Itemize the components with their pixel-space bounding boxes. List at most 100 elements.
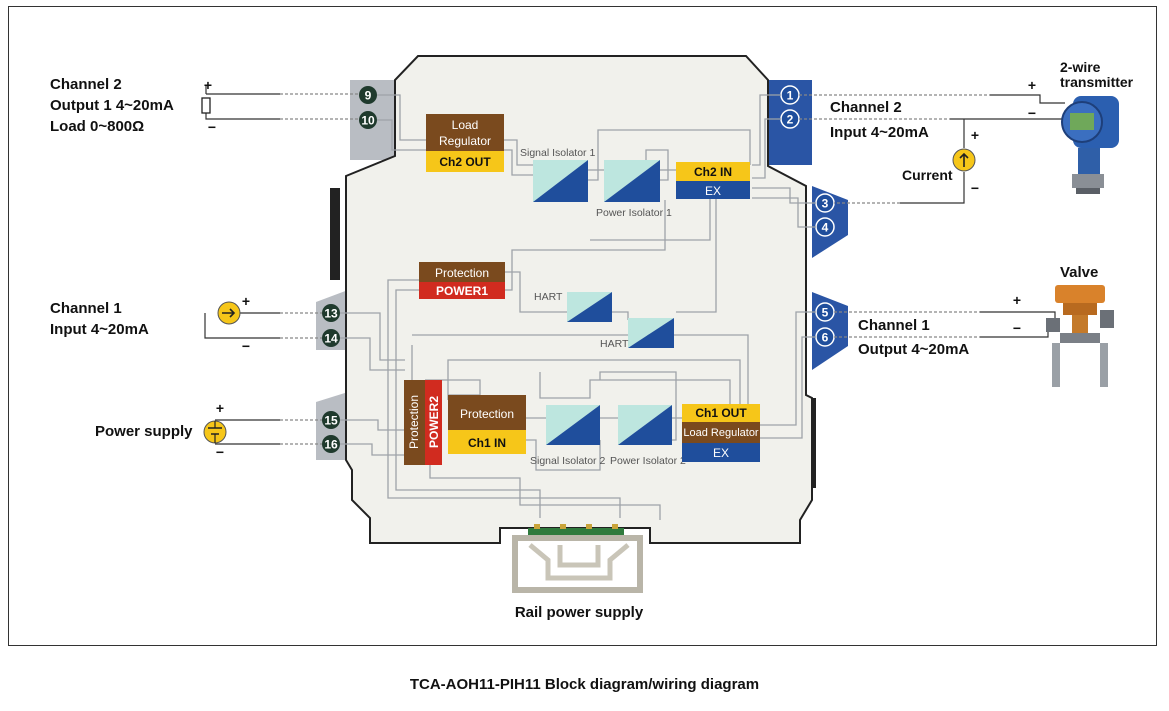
power-supply-battery-icon [203,420,227,444]
protection-power1: Protection POWER1 [419,262,505,299]
svg-text:15: 15 [324,414,338,428]
left-ch2-output: Output 1 4~20mA [50,97,174,114]
terminal-14[interactable]: 14 [322,329,340,347]
terminal-3[interactable]: 3 [815,193,835,213]
terminal-16[interactable]: 16 [322,435,340,453]
svg-text:6: 6 [822,331,829,345]
svg-text:9: 9 [365,89,372,103]
right-ch2-title: Channel 2 [830,99,902,116]
terminal-9[interactable]: 9 [359,86,377,104]
svg-text:Ch2 OUT: Ch2 OUT [439,155,491,169]
signal-isolator-2 [546,405,600,445]
svg-text:POWER2: POWER2 [427,396,441,448]
load-regulator-ch1: Load Regulator [682,422,760,443]
svg-text:Ch1 OUT: Ch1 OUT [695,406,747,420]
hart-isolator-1 [567,292,612,322]
signal-isolator-1-label: Signal Isolator 1 [520,147,595,159]
valve-icon [1046,285,1114,387]
transmitter-label-1: 2-wire [1060,59,1101,75]
power-supply-label: Power supply [95,423,193,440]
minus-sign: − [971,180,979,196]
svg-text:3: 3 [822,197,829,211]
minus-sign: − [1013,320,1021,336]
right-ch2-input: Input 4~20mA [830,124,929,141]
svg-text:1: 1 [787,89,794,103]
left-ch1-title: Channel 1 [50,300,122,317]
signal-isolator-2-label: Signal Isolator 2 [530,455,605,467]
svg-text:Regulator: Regulator [439,134,491,148]
ch1-input-current-source-icon [217,301,241,325]
terminal-13[interactable]: 13 [322,304,340,322]
svg-text:Ch2 IN: Ch2 IN [694,165,732,179]
svg-text:Load: Load [452,118,479,132]
plus-sign: + [242,293,250,309]
left-ch1-input: Input 4~20mA [50,321,149,338]
svg-text:EX: EX [705,184,721,198]
right-external-wiring [799,94,1065,338]
protection-ch1: Protection [448,395,526,430]
transmitter-icon [1061,96,1119,194]
plus-sign: + [204,77,212,93]
terminal-10[interactable]: 10 [359,111,377,129]
plus-sign: + [216,400,224,416]
svg-text:POWER1: POWER1 [436,284,488,298]
svg-text:2: 2 [787,113,794,127]
plus-sign: + [1028,77,1036,93]
ch2-out-label: Ch2 OUT [426,151,504,172]
diagram-caption: TCA-AOH11-PIH11 Block diagram/wiring dia… [409,676,760,693]
terminal-1[interactable]: 1 [780,85,800,105]
minus-sign: − [1028,105,1036,121]
svg-text:5: 5 [822,306,829,320]
left-ch2-title: Channel 2 [50,76,122,93]
plus-sign: + [971,127,979,143]
minus-sign: − [216,444,224,460]
minus-sign: − [208,119,216,135]
terminal-6[interactable]: 6 [815,327,835,347]
rail-connector [512,524,643,593]
svg-text:Load Regulator: Load Regulator [683,427,759,439]
right-ch1-title: Channel 1 [858,317,930,334]
svg-text:Ch1 IN: Ch1 IN [468,436,506,450]
left-ch2-load: Load 0~800Ω [50,118,144,135]
transmitter-label-2: transmitter [1060,74,1134,90]
svg-text:EX: EX [713,446,729,460]
terminal-15[interactable]: 15 [322,411,340,429]
terminal-4[interactable]: 4 [815,217,835,237]
plus-sign: + [1013,292,1021,308]
hart-2-label: HART [600,338,629,350]
protection-power2-vertical: Protection POWER2 [404,380,442,465]
left-external-wiring [204,86,359,445]
internal-traces [340,94,816,520]
svg-text:10: 10 [361,114,375,128]
hart-1-label: HART [534,291,563,303]
current-meter-icon [952,148,976,172]
ch1-in-label: Ch1 IN [448,430,526,454]
load-regulator-ch2: Load Regulator [426,114,504,151]
hart-isolator-2 [628,318,674,348]
terminal-2[interactable]: 2 [780,109,800,129]
signal-isolator-1 [533,160,588,202]
ch1-out-label: Ch1 OUT [682,404,760,422]
current-label: Current [902,167,953,183]
ex-top-label: EX [676,181,750,199]
svg-text:16: 16 [324,438,338,452]
terminal-5[interactable]: 5 [815,302,835,322]
svg-text:Protection: Protection [407,395,421,449]
svg-text:14: 14 [324,332,338,346]
power-isolator-2-label: Power Isolator 2 [610,455,686,467]
rail-power-label: Rail power supply [515,604,644,621]
svg-text:13: 13 [324,307,338,321]
svg-text:Protection: Protection [435,266,489,280]
power-isolator-2 [618,405,672,445]
svg-text:Protection: Protection [460,407,514,421]
right-ch1-output: Output 4~20mA [858,341,969,358]
power-isolator-1 [604,160,660,202]
ex-bottom-label: EX [682,443,760,462]
minus-sign: − [242,338,250,354]
svg-text:4: 4 [822,221,829,235]
diagram-frame [8,6,1157,646]
load-resistor-icon [201,97,211,114]
power-isolator-1-label: Power Isolator 1 [596,207,672,219]
ch2-in-label: Ch2 IN [676,162,750,181]
